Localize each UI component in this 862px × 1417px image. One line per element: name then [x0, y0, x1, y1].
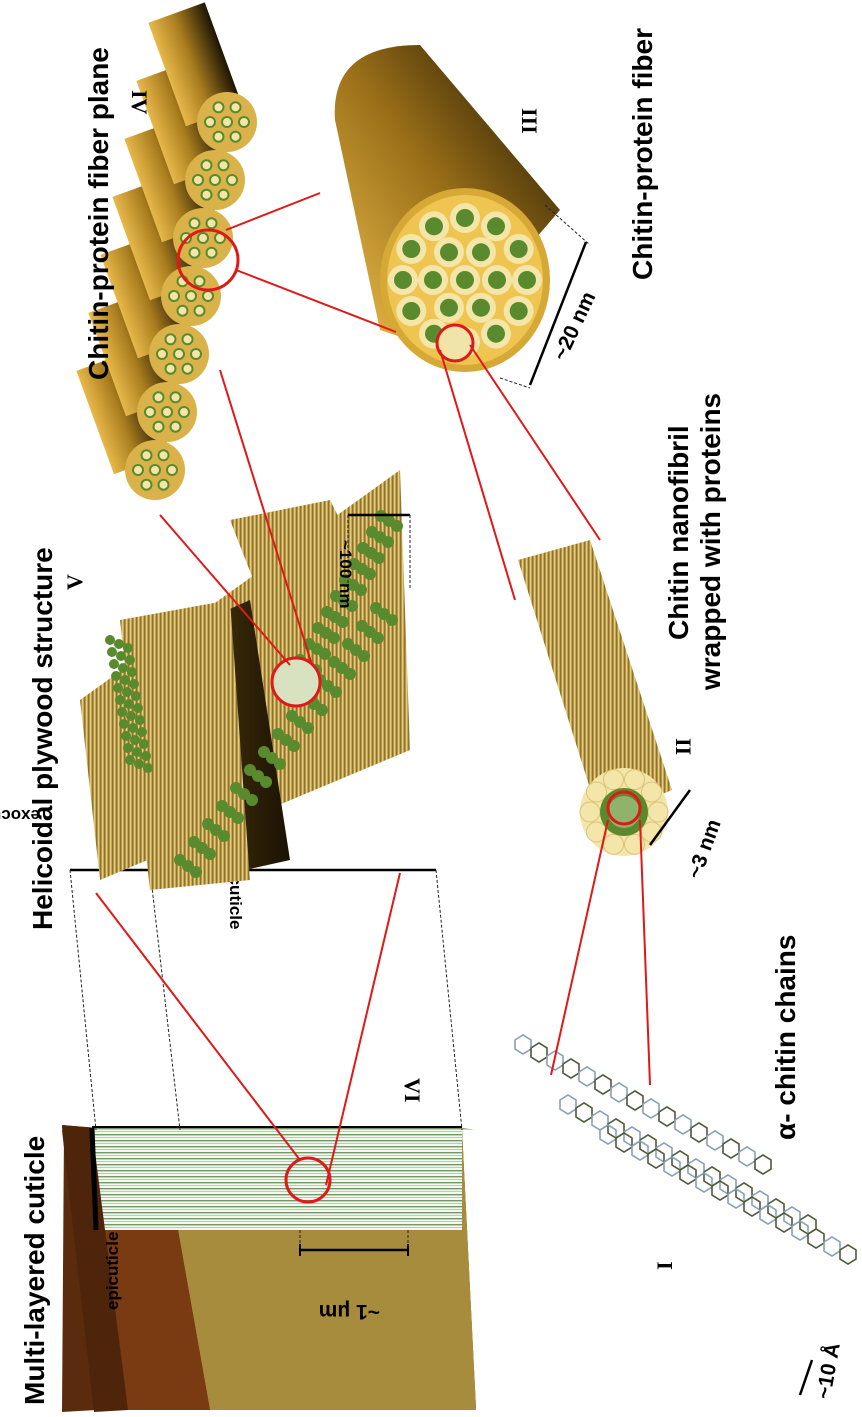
fiber-end [141, 751, 151, 761]
fiber-end [120, 675, 130, 685]
fiber-end [116, 651, 126, 661]
label-20nm: ~20 nm [549, 288, 601, 364]
numeral-VI: VI [400, 1078, 425, 1102]
fiber-end [316, 704, 328, 716]
fiber-end [105, 635, 115, 645]
fiber-end [132, 747, 142, 757]
label-1um: ~1 μm [319, 1300, 380, 1323]
fiber-end [319, 648, 331, 660]
chitin-chain [515, 1035, 771, 1174]
fiber-end [107, 647, 117, 657]
fiber-end [129, 679, 139, 689]
fiber-end [123, 743, 133, 753]
numeral-IV: IV [127, 90, 152, 115]
fiber-end [134, 759, 144, 769]
fiber-end [391, 520, 403, 532]
label-10A: ~10 Å [811, 1341, 844, 1401]
fiber-end [246, 794, 258, 806]
fiber-end [135, 715, 145, 725]
fiber-end [113, 683, 123, 693]
fiber-end [302, 722, 314, 734]
fiber-end [382, 536, 394, 548]
big-fiber [335, 45, 560, 372]
fiber-end [131, 691, 141, 701]
fiber-end [128, 723, 138, 733]
fiber-end [373, 552, 385, 564]
fiber-end [130, 735, 140, 745]
numeral-V: V [62, 574, 87, 590]
fiber-end [337, 616, 349, 628]
title-fiber: Chitin-protein fiber [627, 28, 658, 280]
label-100nm: ~100 nm [336, 540, 355, 609]
fiber-end [122, 687, 132, 697]
fiber-end [204, 848, 216, 860]
fiber-end [288, 740, 300, 752]
fiber-end [218, 830, 230, 842]
fiber-end [117, 707, 127, 717]
plywood-zoom-circle [272, 658, 320, 706]
title-chains: α- chitin chains [770, 935, 801, 1140]
fiber-end [114, 639, 124, 649]
fiber-end [372, 632, 384, 644]
title-cuticle: Multi-layered cuticle [19, 1136, 50, 1405]
fiber-end [133, 703, 143, 713]
fiber-end [364, 568, 376, 580]
numeral-II: II [671, 738, 696, 755]
fiber-end [127, 667, 137, 677]
fiber-end [260, 776, 272, 788]
fiber-end [328, 632, 340, 644]
label-3nm: ~3 nm [683, 816, 726, 881]
fiber-end [125, 655, 135, 665]
numeral-I: I [652, 1261, 677, 1270]
fiber-end [330, 686, 342, 698]
fiber-end [123, 643, 133, 653]
fiber-end [119, 719, 129, 729]
fiber-end [124, 699, 134, 709]
fiber-end [139, 739, 149, 749]
fiber-end [109, 659, 119, 669]
fiber-end [274, 758, 286, 770]
fiber-end [386, 614, 398, 626]
nanofibril [518, 540, 672, 856]
fiber-end [118, 663, 128, 673]
fiber-end [121, 731, 131, 741]
title-nanofibril-2: wrapped with proteins [695, 393, 726, 691]
chitin-chain [600, 1125, 856, 1264]
fiber-end [190, 866, 202, 878]
fiber-end [358, 650, 370, 662]
laminated-region [92, 1128, 462, 1230]
title-plywood: Helicoidal plywood structure [27, 547, 58, 930]
chitin-chains [515, 1035, 856, 1264]
fiber-end [232, 812, 244, 824]
label-epicuticle: epicuticle [103, 1232, 122, 1310]
fiber-end [115, 695, 125, 705]
numeral-III: III [517, 108, 542, 134]
fiber-end [143, 763, 153, 773]
fiber-end [125, 755, 135, 765]
title-fiber-plane: Chitin-protein fiber plane [83, 47, 114, 380]
fiber-end [126, 711, 136, 721]
fiber-end [344, 668, 356, 680]
fiber-end [355, 584, 367, 596]
title-nanofibril-1: Chitin nanofibril [663, 425, 694, 640]
fiber-end [137, 727, 147, 737]
fiber-end [111, 671, 121, 681]
